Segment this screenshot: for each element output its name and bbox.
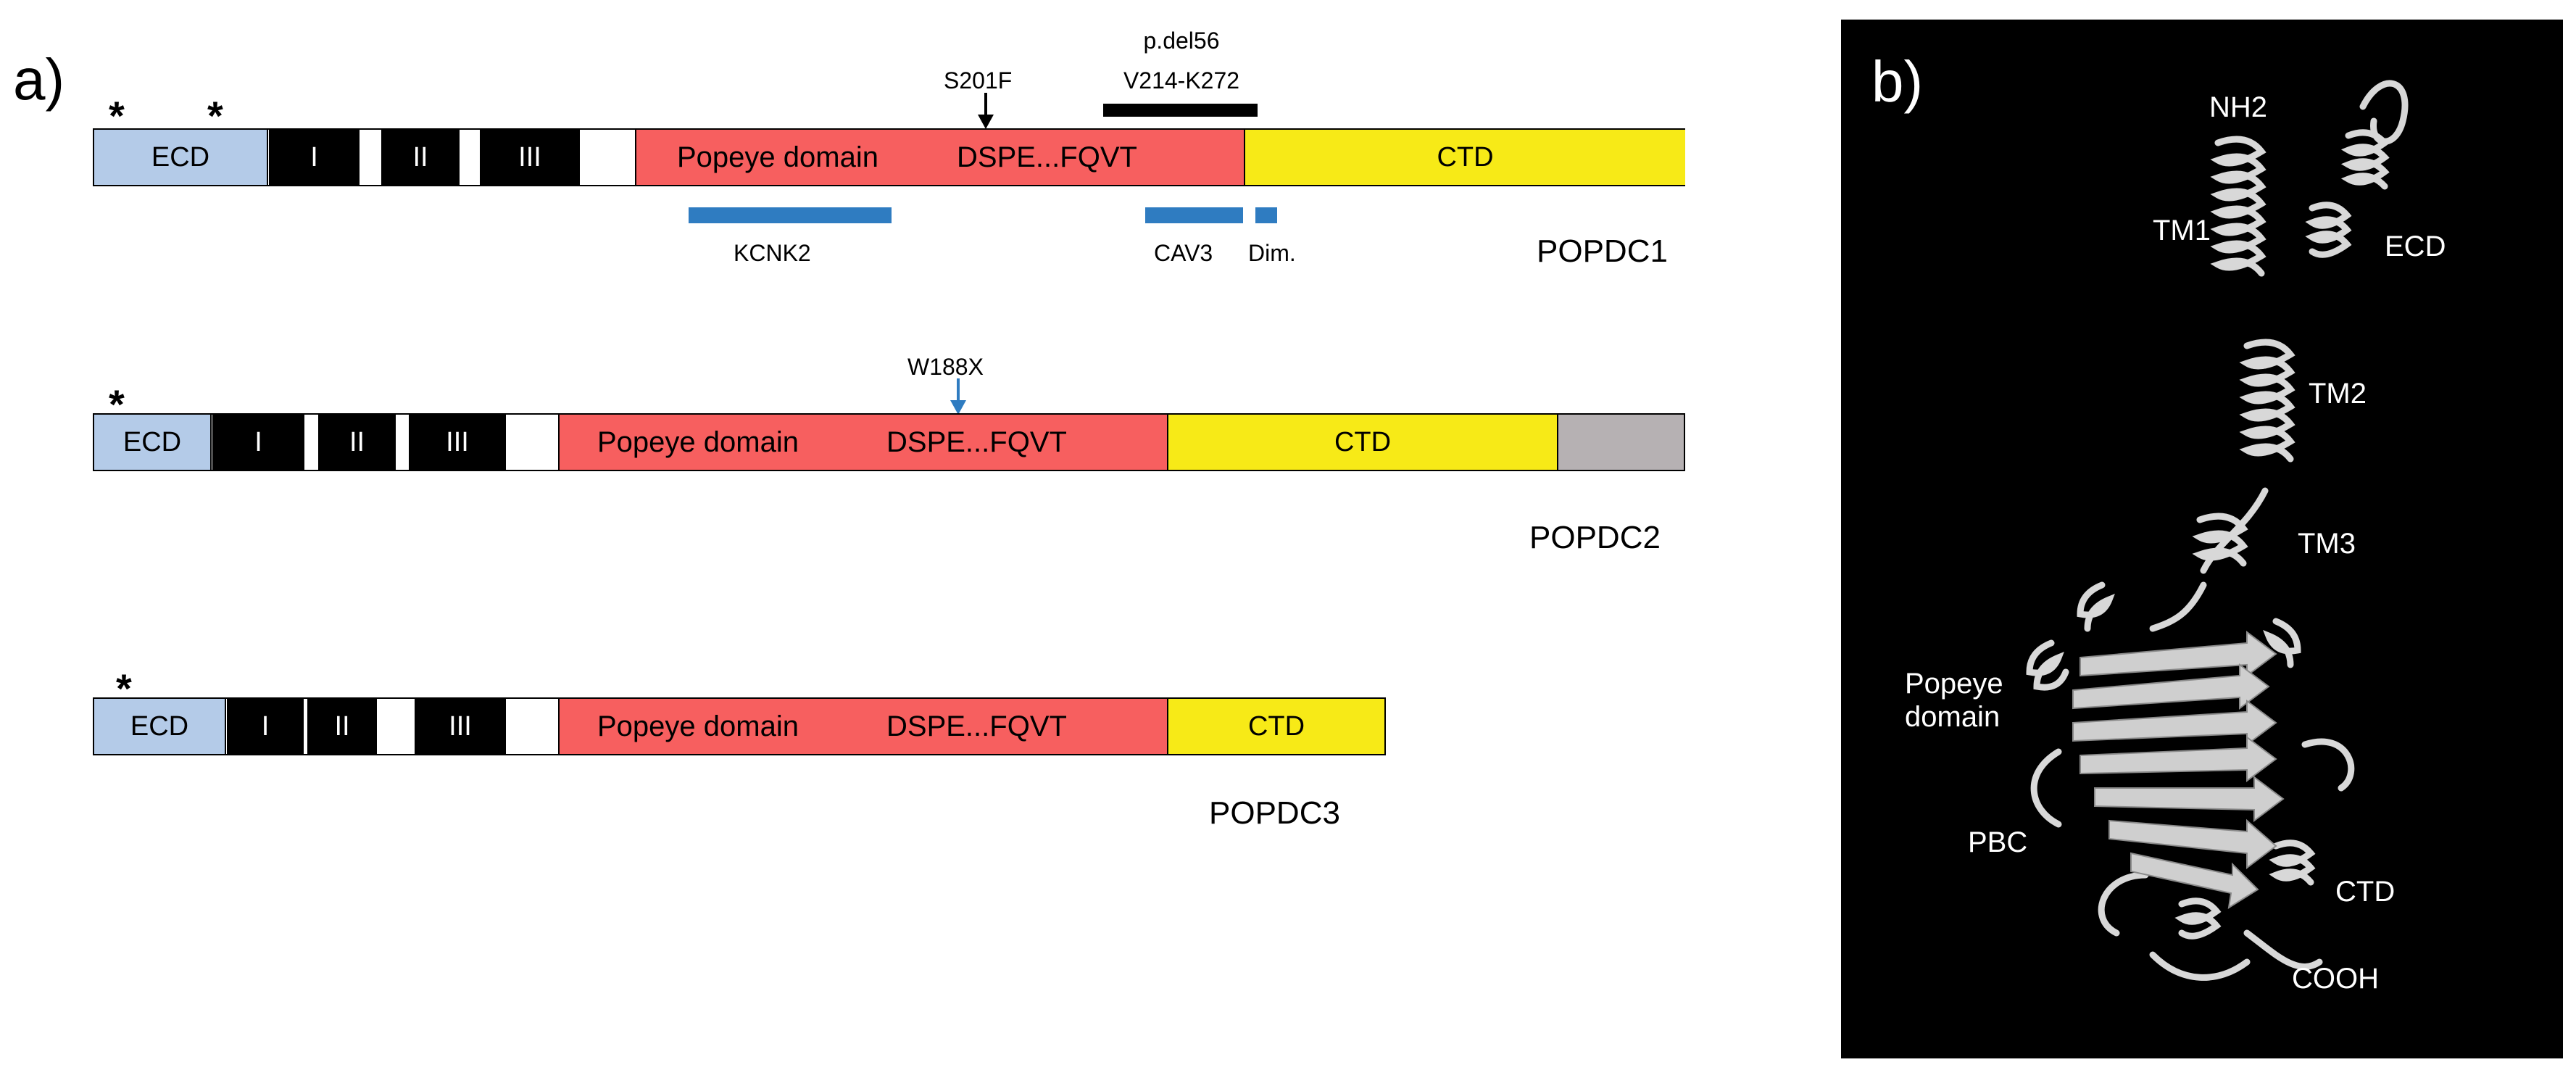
- popdc1-name: POPDC1: [1537, 233, 1668, 269]
- cav3-binding-bar: [1145, 207, 1243, 223]
- tm3-segment: III: [415, 699, 506, 754]
- popeye-motif-label: DSPE...FQVT: [957, 141, 1137, 173]
- popeye-domain-label: Popeye domain: [597, 710, 799, 742]
- deletion-range-label: V214-K272: [1123, 67, 1240, 94]
- tm3-segment: III: [480, 130, 580, 185]
- ecd-segment: ECD: [94, 130, 268, 185]
- ecd-segment: ECD: [94, 699, 226, 754]
- panel-b-label: b): [1871, 49, 1924, 114]
- popdc-ribbon-structure-image: [2026, 80, 2409, 981]
- popdc3-bar: ECD I II III Popeye domain DSPE...FQVT C…: [93, 697, 1386, 755]
- kcnk2-label: KCNK2: [734, 240, 811, 266]
- ctd-segment: CTD: [1167, 699, 1384, 754]
- ctd-segment: CTD: [1244, 130, 1685, 185]
- ctd-label: CTD: [2335, 876, 2396, 908]
- ctd-segment: CTD: [1167, 415, 1557, 470]
- tm3-label: TM3: [2298, 528, 2356, 560]
- kcnk2-binding-bar: [689, 207, 892, 223]
- dim-label: Dim.: [1248, 240, 1296, 266]
- popdc2-name: POPDC2: [1529, 520, 1661, 555]
- dimerization-bar: [1255, 207, 1277, 223]
- popeye-domain-label: Popeye domain: [677, 141, 878, 173]
- deletion-bar: [1103, 104, 1258, 117]
- popeye-motif-label: DSPE...FQVT: [886, 426, 1067, 458]
- popeye-domain-segment: [558, 699, 1167, 754]
- mutation-arrow-icon: [950, 378, 966, 415]
- glycosylation-star: *: [109, 93, 125, 138]
- pbc-label: PBC: [1968, 826, 2028, 858]
- popeye-domain-label: Popeye domain: [597, 426, 799, 458]
- tm1-segment: I: [269, 130, 360, 185]
- mutation-label-w188x: W188X: [907, 354, 984, 380]
- mutation-arrow-icon: [978, 93, 994, 129]
- tm2-segment: II: [307, 699, 377, 754]
- popdc2-bar: ECD I II III Popeye domain DSPE...FQVT C…: [93, 413, 1685, 471]
- tm2-segment: II: [381, 130, 460, 185]
- glycosylation-star: *: [207, 93, 223, 138]
- nh2-label: NH2: [2209, 91, 2268, 123]
- cav3-label: CAV3: [1154, 240, 1213, 266]
- tm2-label: TM2: [2309, 378, 2367, 410]
- popdc1-bar: ECD I II III Popeye domain DSPE...FQVT C…: [93, 128, 1685, 186]
- popeye-motif-label: DSPE...FQVT: [886, 710, 1067, 742]
- popeye-domain-segment: [635, 130, 1244, 185]
- deletion-label: p.del56: [1143, 28, 1220, 54]
- ecd-segment: ECD: [94, 415, 212, 470]
- popeye-domain-label: Popeye domain: [1905, 668, 2003, 733]
- panel-b-structure: b): [1841, 20, 2563, 1058]
- tm1-segment: I: [212, 415, 304, 470]
- popdc3-name: POPDC3: [1209, 795, 1340, 831]
- tm1-segment: I: [227, 699, 304, 754]
- popeye-domain-segment: [558, 415, 1167, 470]
- cooh-label: COOH: [2292, 963, 2379, 995]
- extra-c-terminal-segment: [1557, 415, 1684, 470]
- ecd-label: ECD: [2385, 231, 2446, 262]
- tm2-segment: II: [318, 415, 396, 470]
- tm3-segment: III: [409, 415, 506, 470]
- panel-a-label: a): [13, 47, 65, 112]
- mutation-label-s201f: S201F: [944, 67, 1013, 94]
- tm1-label: TM1: [2153, 215, 2211, 246]
